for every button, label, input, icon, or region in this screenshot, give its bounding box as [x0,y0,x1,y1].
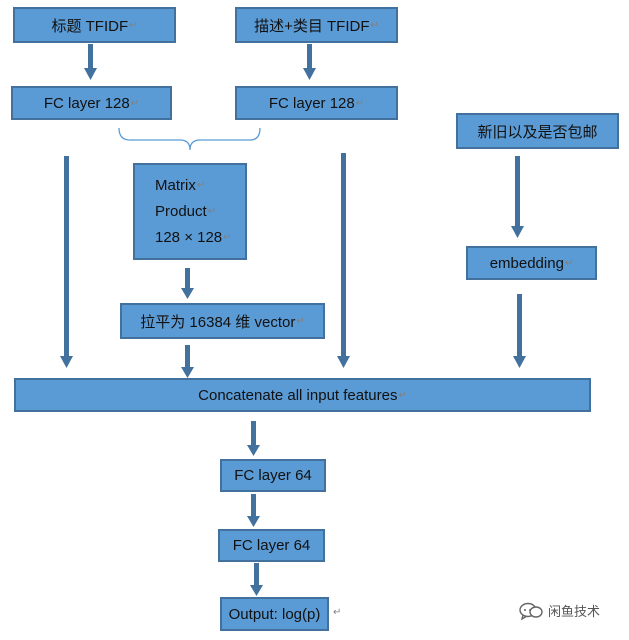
paragraph-mark: ↵ [196,179,206,191]
watermark: 闲鱼技术 [519,601,600,620]
fc-layer-64-first-box: FC layer 64 [220,459,326,492]
embedding-label: embedding [489,254,564,272]
paragraph-mark: ↵ [296,315,305,327]
matrix-line-1: Matrix [155,176,196,194]
matrix-line-3: 128 × 128 [155,228,223,246]
brace-join [118,127,261,151]
arrow-embedding-to-concat [513,294,526,368]
paragraph-mark: ↵ [207,205,217,217]
arrow-title-to-fc [84,44,97,80]
arrow-newold-to-embedding [511,156,524,238]
desc-tfidf-label: 描述+类目 TFIDF [254,17,370,35]
paragraph-mark: ↵ [223,231,232,243]
arrow-fc64-to-output [250,563,263,596]
desc-tfidf-box: 描述+类目 TFIDF↵ [235,7,398,43]
output-label: Output: log(p) [228,605,321,623]
arrow-fc64-to-fc64 [247,494,260,527]
arrow-fc-right-to-concat [337,153,350,368]
paragraph-mark: ↵ [130,97,140,109]
new-old-mail-box: 新旧以及是否包邮 [456,113,619,149]
embedding-box: embedding↵ [466,246,597,280]
paragraph-mark: ↵ [129,19,138,31]
fc-layer-64-second-box: FC layer 64 [218,529,325,562]
fc-layer-left-box: FC layer 128↵ [11,86,172,120]
arrow-fc-left-to-concat [60,156,73,368]
new-old-mail-label: 新旧以及是否包邮 [477,123,598,141]
paragraph-mark: ↵ [333,607,342,618]
arrow-matrix-to-flatten [181,268,194,299]
fc-layer-left-label: FC layer 128 [43,94,130,112]
paragraph-mark: ↵ [398,389,407,401]
concatenate-label: Concatenate all input features [198,386,398,404]
title-tfidf-box: 标题 TFIDF↵ [13,7,176,43]
fc-layer-64-first-label: FC layer 64 [234,467,312,484]
flatten-vector-label: 拉平为 16384 维 vector [140,313,296,331]
arrow-desc-to-fc [303,44,316,80]
fc-layer-right-box: FC layer 128↵ [235,86,398,120]
arrow-flatten-to-concat [181,345,194,378]
title-tfidf-label: 标题 TFIDF [51,17,129,35]
fc-layer-64-second-label: FC layer 64 [232,537,311,554]
paragraph-mark: ↵ [355,97,365,109]
concatenate-box: Concatenate all input features↵ [14,378,591,412]
paragraph-mark: ↵ [370,19,379,31]
paragraph-mark: ↵ [564,257,574,269]
fc-layer-right-label: FC layer 128 [268,94,355,112]
chat-bubble-icon [519,602,543,620]
flatten-vector-box: 拉平为 16384 维 vector↵ [120,303,325,339]
matrix-line-2: Product [155,202,207,220]
watermark-text: 闲鱼技术 [548,604,601,619]
matrix-product-box: Matrix↵ Product↵ 128 × 128↵ [133,163,247,260]
arrow-concat-to-fc64 [247,421,260,456]
output-box: Output: log(p) [220,597,329,631]
